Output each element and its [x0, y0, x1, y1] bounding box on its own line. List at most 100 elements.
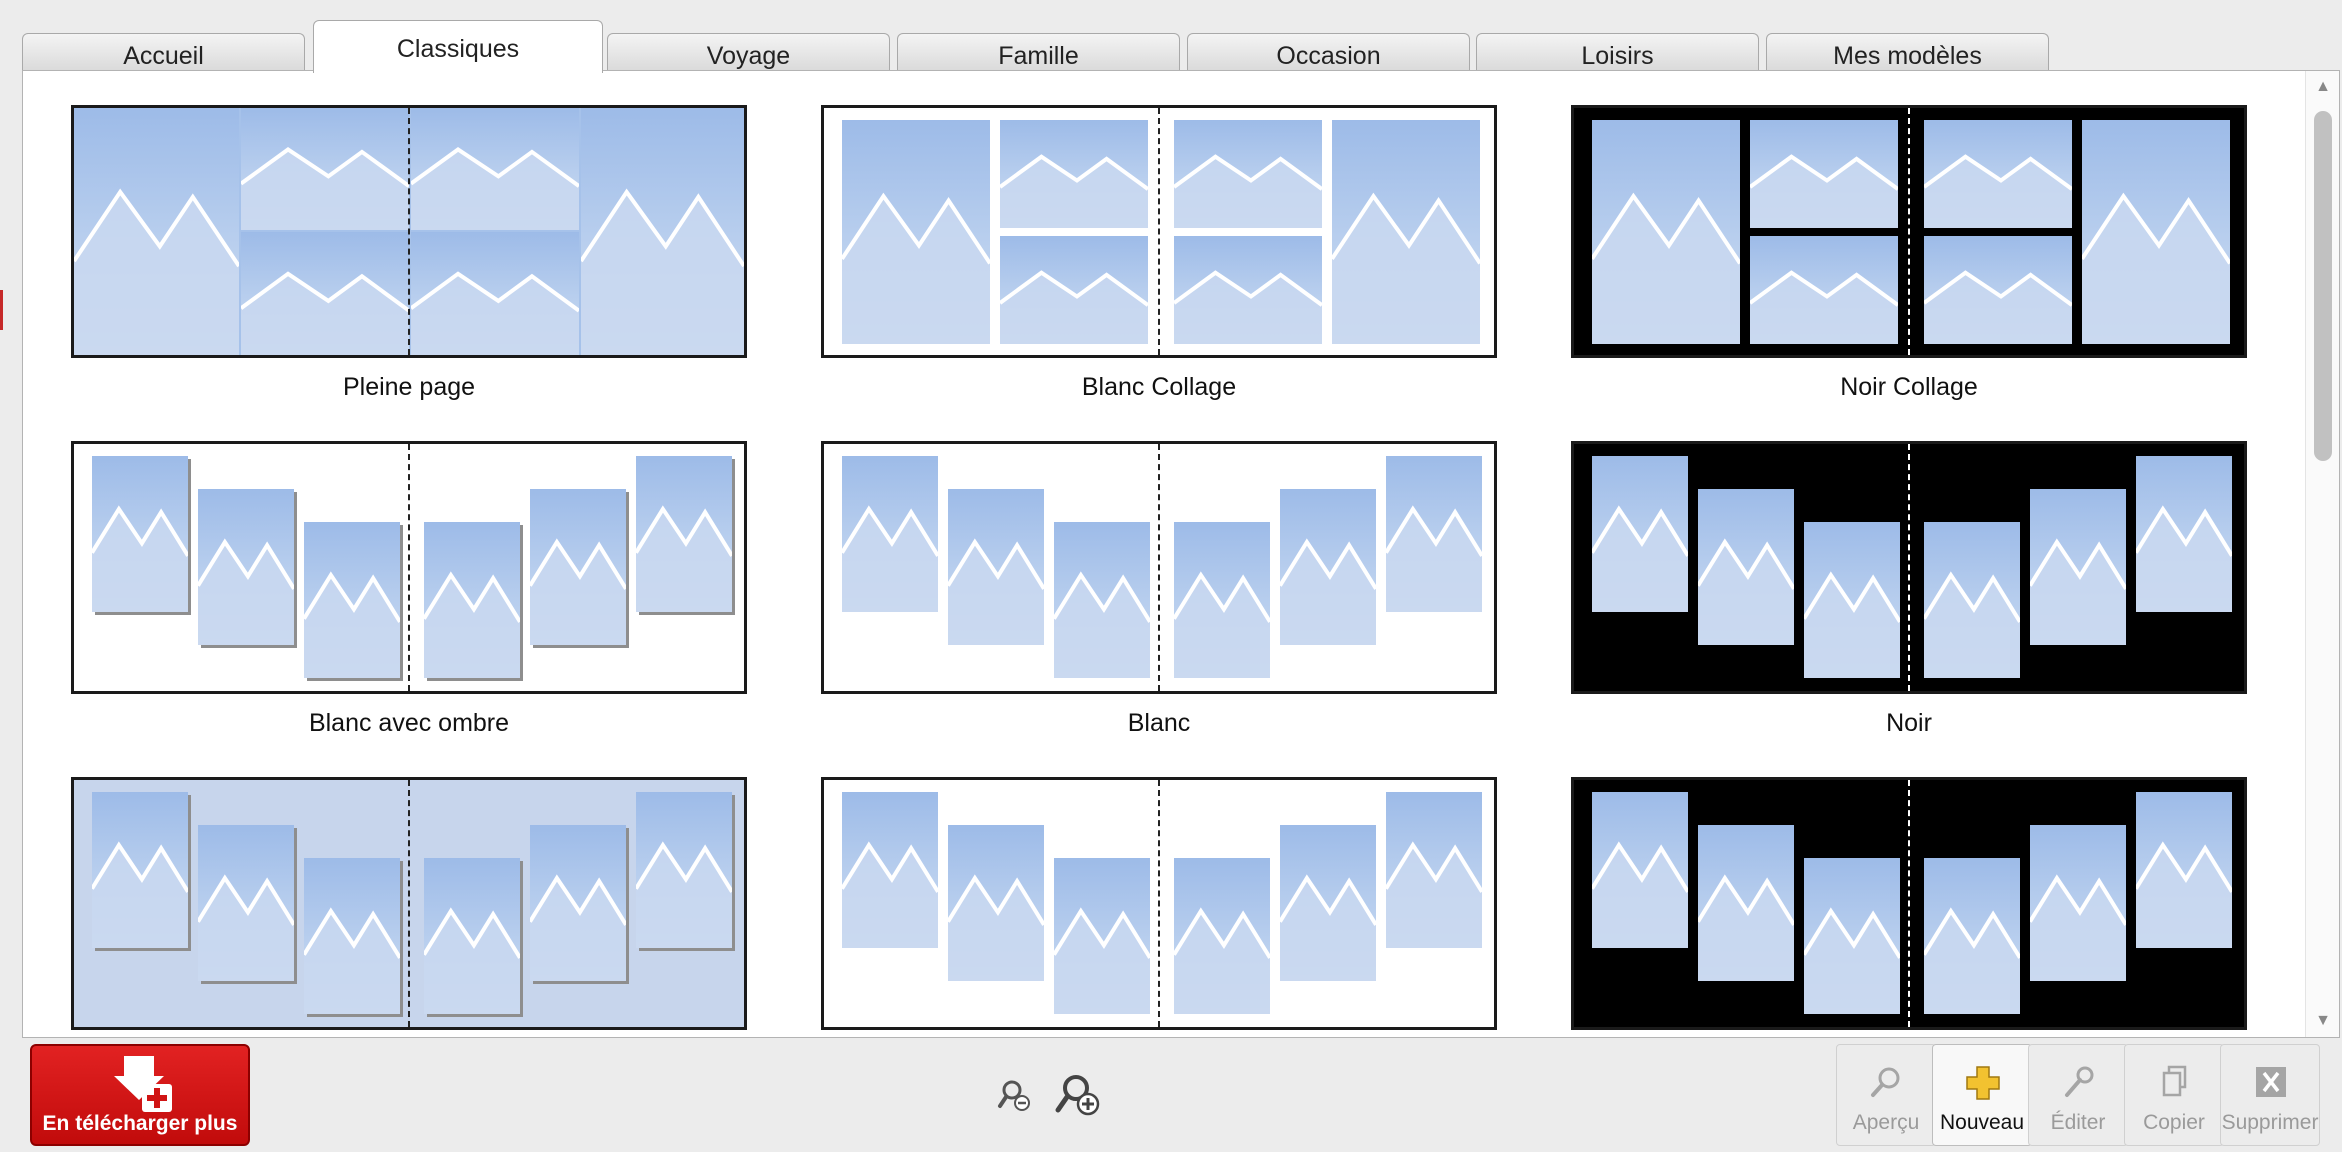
photo-placeholder: [636, 456, 732, 612]
mountain-icon: [530, 489, 626, 645]
photo-placeholder: [636, 792, 732, 948]
template-thumbnail[interactable]: [821, 105, 1497, 358]
photo-placeholder: [2030, 489, 2126, 645]
photo-placeholder: [1592, 456, 1688, 612]
tab-famille[interactable]: Famille: [897, 33, 1180, 71]
scroll-down-arrow-icon[interactable]: ▼: [2315, 1012, 2331, 1029]
wrench-icon: [2065, 1066, 2094, 1097]
mountain-icon: [1386, 456, 1482, 612]
mountain-icon: [948, 489, 1044, 645]
template-thumbnail[interactable]: [1571, 441, 2247, 694]
photo-placeholder: [2136, 456, 2232, 612]
mountain-icon: [1924, 120, 2072, 228]
template-thumbnail[interactable]: [1571, 105, 2247, 358]
vertical-scrollbar[interactable]: ▲ ▼: [2305, 71, 2339, 1037]
photo-placeholder: [1924, 236, 2072, 344]
photo-placeholder: [1698, 825, 1794, 981]
photo-placeholder: [581, 108, 744, 355]
mountain-icon: [581, 108, 744, 355]
preview-button[interactable]: Aperçu: [1836, 1044, 1936, 1146]
photo-placeholder: [1804, 522, 1900, 678]
zoom-out-button[interactable]: [992, 1068, 1048, 1124]
photo-placeholder: [842, 456, 938, 612]
mountain-icon: [1698, 489, 1794, 645]
photo-placeholder: [530, 825, 626, 981]
photo-placeholder: [2030, 825, 2126, 981]
mountain-icon: [1592, 792, 1688, 948]
photo-placeholder: [1592, 120, 1740, 344]
photo-placeholder: [842, 120, 990, 344]
photo-placeholder: [1698, 489, 1794, 645]
preview-label: Aperçu: [1852, 1111, 1920, 1134]
template-thumbnail[interactable]: [71, 777, 747, 1030]
template-thumbnail[interactable]: [1571, 777, 2247, 1030]
magnifier-icon: [1871, 1067, 1900, 1097]
photo-placeholder: [1924, 522, 2020, 678]
template-thumbnail[interactable]: [71, 105, 747, 358]
tab-accueil[interactable]: Accueil: [22, 33, 305, 71]
template-thumbnail[interactable]: [71, 441, 747, 694]
template-label: Blanc: [1127, 709, 1191, 737]
mountain-icon: [424, 858, 520, 1014]
mountain-icon: [1924, 522, 2020, 678]
photo-placeholder: [842, 792, 938, 948]
mountain-icon: [411, 108, 579, 230]
photo-placeholder: [1386, 456, 1482, 612]
tab-loisirs[interactable]: Loisirs: [1476, 33, 1759, 71]
mountain-icon: [1174, 858, 1270, 1014]
photo-placeholder: [1592, 792, 1688, 948]
tab-occasion[interactable]: Occasion: [1187, 33, 1470, 71]
photo-placeholder: [1000, 120, 1148, 228]
template-label: Noir Collage: [1840, 373, 1978, 401]
photo-placeholder: [304, 858, 400, 1014]
mountain-icon: [304, 522, 400, 678]
photo-placeholder: [530, 489, 626, 645]
mountain-icon: [948, 825, 1044, 981]
template-thumbnail[interactable]: [821, 441, 1497, 694]
photo-placeholder: [1000, 236, 1148, 344]
mountain-icon: [636, 456, 732, 612]
photo-placeholder: [424, 858, 520, 1014]
mountain-icon: [2082, 120, 2230, 344]
scroll-thumb[interactable]: [2314, 111, 2332, 461]
new-button[interactable]: Nouveau: [1932, 1044, 2032, 1146]
mountain-icon: [1592, 120, 1740, 344]
delete-label: Supprimer: [2221, 1111, 2319, 1134]
photo-placeholder: [1386, 792, 1482, 948]
category-tabs: Accueil Classiques Voyage Famille Occasi…: [22, 0, 2312, 73]
tab-voyage[interactable]: Voyage: [607, 33, 890, 71]
photo-placeholder: [411, 232, 579, 355]
photo-placeholder: [92, 456, 188, 612]
mountain-icon: [1750, 120, 1898, 228]
photo-placeholder: [2136, 792, 2232, 948]
mountain-icon: [411, 232, 579, 355]
edit-label: Éditer: [2050, 1111, 2106, 1134]
tab-mes-modeles[interactable]: Mes modèles: [1766, 33, 2049, 71]
mountain-icon: [1000, 120, 1148, 228]
zoom-in-button[interactable]: [1052, 1068, 1108, 1124]
edge-marker: [0, 290, 3, 330]
delete-icon: [2256, 1067, 2286, 1097]
photo-placeholder: [198, 489, 294, 645]
mountain-icon: [530, 825, 626, 981]
mountain-icon: [2030, 825, 2126, 981]
zoom-in-icon: [1055, 1075, 1100, 1116]
template-grid: Pleine page Blanc Collage: [22, 70, 2340, 1038]
template-label: Pleine page: [342, 373, 476, 401]
mountain-icon: [842, 120, 990, 344]
photo-placeholder: [241, 232, 409, 355]
template-label: Blanc Collage: [1081, 373, 1237, 401]
copy-button[interactable]: Copier: [2124, 1044, 2224, 1146]
template-thumbnail[interactable]: [821, 777, 1497, 1030]
mountain-icon: [198, 825, 294, 981]
download-more-button[interactable]: En télécharger plus: [30, 1044, 250, 1146]
tab-classiques[interactable]: Classiques: [313, 20, 603, 73]
scroll-up-arrow-icon[interactable]: ▲: [2315, 78, 2331, 95]
mountain-icon: [2136, 456, 2232, 612]
delete-button[interactable]: Supprimer: [2220, 1044, 2320, 1146]
edit-button[interactable]: Éditer: [2028, 1044, 2128, 1146]
photo-placeholder: [424, 522, 520, 678]
photo-placeholder: [1054, 522, 1150, 678]
copy-icon: [2162, 1065, 2187, 1097]
